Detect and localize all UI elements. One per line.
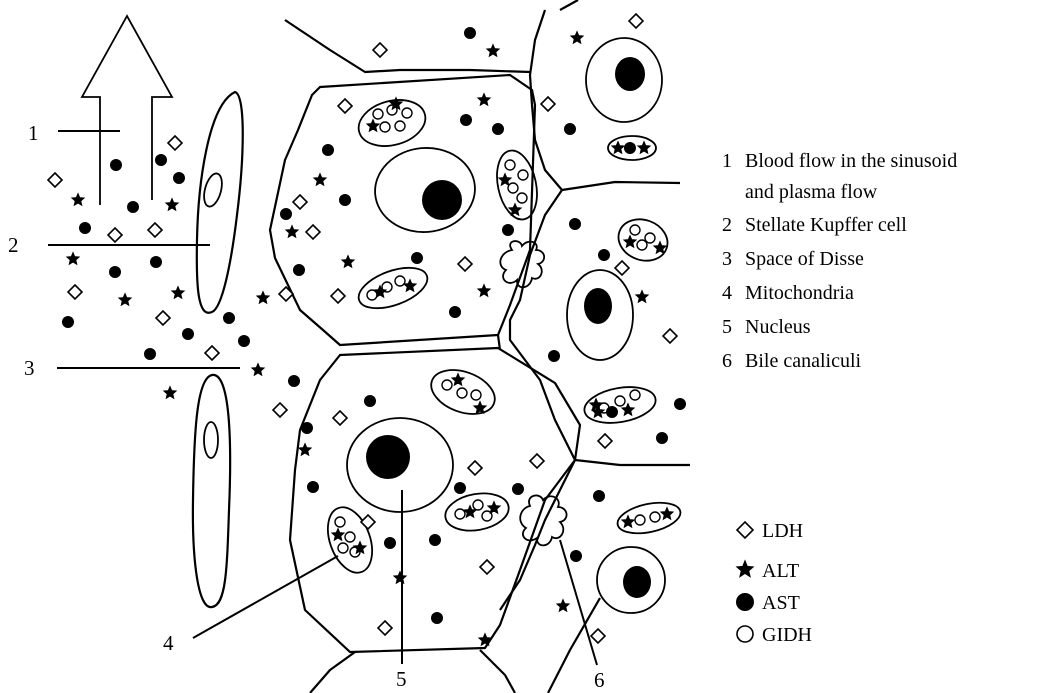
hepatocyte-bottom-edge-left (310, 652, 355, 693)
filled-circle-icon (736, 593, 754, 611)
key-item-5-num: 5 (722, 316, 732, 338)
key-item-3: Space of Disse (745, 248, 864, 270)
legend-ldh: LDH (762, 520, 803, 542)
legend-gidh: GIDH (762, 624, 812, 646)
label-6: 6 (560, 540, 605, 692)
legend-ast: AST (762, 592, 800, 614)
key-item-1: Blood flow in the sinusoid (745, 150, 957, 172)
svg-text:5: 5 (396, 667, 407, 691)
hepatocyte-right-top (530, 0, 680, 190)
label-1: 1 (28, 121, 120, 145)
mitochondrion (425, 362, 501, 422)
label-4: 4 (163, 556, 338, 655)
mitochondrion (353, 93, 430, 153)
key-item-2: Stellate Kupffer cell (745, 214, 907, 236)
key-item-4: Mitochondria (745, 282, 854, 304)
svg-text:2: 2 (8, 233, 19, 257)
legend-alt: ALT (762, 560, 799, 582)
kupffer-cell-upper (197, 92, 243, 313)
key-item-5: Nucleus (745, 316, 811, 338)
symbol-legend: LDH ALT AST GIDH (736, 520, 812, 646)
label-5: 5 (396, 490, 407, 691)
key-item-3-num: 3 (722, 248, 732, 270)
svg-text:1: 1 (28, 121, 39, 145)
key-list: 1 Blood flow in the sinusoid and plasma … (722, 150, 957, 372)
mitochondrion (582, 382, 659, 428)
key-item-1-num: 1 (722, 150, 732, 172)
svg-text:6: 6 (594, 668, 605, 692)
key-item-6: Bile canaliculi (745, 350, 862, 372)
key-item-1b: and plasma flow (745, 181, 878, 203)
hepatocyte-lower (290, 348, 580, 652)
mitochondrion (613, 213, 674, 268)
hepatocyte-bottom-edge-right (480, 650, 515, 693)
key-item-6-num: 6 (722, 350, 732, 372)
mitochondrion (608, 136, 656, 160)
hepatocyte-right-bottom (500, 460, 665, 693)
open-circle-icon (737, 626, 753, 642)
mitochondrion (615, 498, 683, 539)
open-diamond-icon (737, 522, 753, 538)
key-item-4-num: 4 (722, 282, 732, 304)
kupffer-cell-lower (193, 375, 230, 607)
blood-flow-arrow (82, 16, 172, 205)
mitochondrion (320, 501, 381, 579)
svg-text:3: 3 (24, 356, 35, 380)
mitochondrion (353, 260, 432, 317)
mitochondrion (491, 147, 543, 223)
bile-canaliculus-upper (500, 241, 544, 287)
svg-text:4: 4 (163, 631, 174, 655)
key-item-2-num: 2 (722, 214, 732, 236)
mitochondrion (442, 489, 511, 536)
star-icon (737, 561, 753, 577)
